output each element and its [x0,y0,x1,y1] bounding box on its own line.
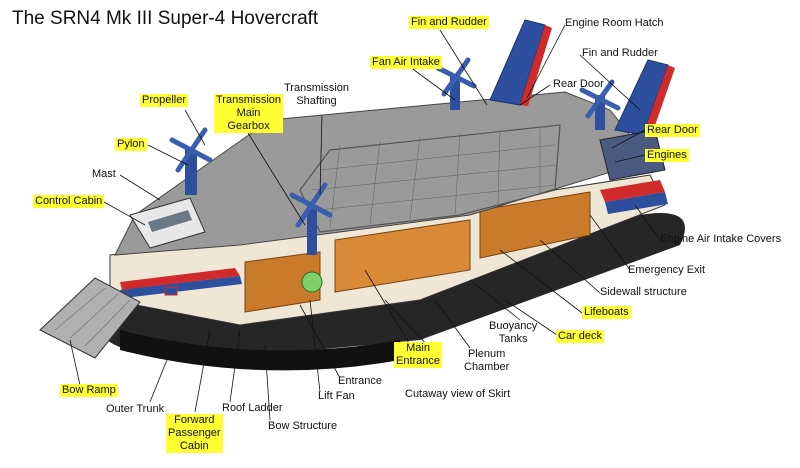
label-forward-cabin-line2: Passenger [168,427,221,439]
label-bow-ramp: Bow Ramp [60,384,118,397]
label-forward-cabin-line3: Cabin [179,440,209,452]
label-mast: Mast [92,168,116,180]
label-gearbox-line1: Transmission [216,94,281,106]
label-rear-door-top: Rear Door [553,78,604,90]
roof-grid [311,127,557,229]
label-bow-structure: Bow Structure [268,420,338,432]
propeller-rear-right [579,79,621,119]
roof-cutaway-frame [299,124,561,233]
fin-rudder-right-stripe [643,65,675,137]
propeller-mid [289,182,333,228]
label-gearbox-line2: Main [236,107,261,119]
label-buoyancy-line1: Buoyancy [489,320,538,332]
pylon-front [185,150,197,195]
label-main-entrance-line1: Main [406,342,430,354]
bow-ramp-ribs [54,287,131,347]
label-main-entrance-line2: Entrance [396,355,441,367]
label-engines: Engines [645,149,689,162]
label-propeller: Propeller [140,94,189,107]
main-passenger-cabin [334,219,471,293]
label-main-entrance: Main Entrance [394,342,443,368]
bow-ramp [39,277,141,359]
label-plenum-line1: Plenum [467,348,506,360]
label-gearbox-line3: Gearbox [227,120,270,132]
stern-stripe-red [600,180,665,202]
label-forward-cabin-line1: Forward [174,414,215,426]
label-fin-and-rudder-right: Fin and Rudder [582,47,658,59]
label-fan-air-intake: Fan Air Intake [370,56,442,69]
label-engine-room-hatch: Engine Room Hatch [565,17,664,29]
label-pylon: Pylon [115,138,147,151]
label-transmission-main-gearbox: Transmission Main Gearbox [214,94,283,133]
label-control-cabin: Control Cabin [33,195,105,208]
label-roof-ladder: Roof Ladder [222,402,283,414]
pylon-rear-right [595,95,605,130]
pylon-rear-left [450,75,460,110]
label-transmission-shafting: Transmission Shafting [284,82,349,108]
label-forward-passenger-cabin: Forward Passenger Cabin [166,414,223,453]
propeller-rear-left [435,57,477,97]
label-transmission-shafting-line1: Transmission [284,82,349,94]
label-engine-air-intake-covers: Engine Air Intake Covers [660,233,782,245]
label-rear-door-right: Rear Door [645,124,700,137]
union-flag [164,286,178,296]
lift-fan [301,271,323,293]
label-plenum-line2: Chamber [464,361,510,373]
hull-stripe-blue [120,276,242,298]
label-entrance: Entrance [338,375,383,387]
pylon-mid [307,205,317,255]
label-buoyancy-line2: Tanks [498,333,528,345]
stern-stripe-blue [605,192,668,214]
label-lifeboats: Lifeboats [582,306,631,319]
engine-housing [599,129,666,181]
control-cabin-windows [148,210,192,232]
label-transmission-shafting-line2: Shafting [296,95,337,107]
label-sidewall-structure: Sidewall structure [600,286,687,298]
rear-passenger-cabin [479,191,591,259]
fin-rudder-left-stripe [520,25,552,106]
label-fin-and-rudder-top: Fin and Rudder [409,16,489,29]
label-emergency-exit: Emergency Exit [628,264,706,276]
label-buoyancy-tanks: Buoyancy Tanks [489,320,537,346]
label-lift-fan: Lift Fan [318,390,355,402]
diagram-title: The SRN4 Mk III Super-4 Hovercraft [12,8,319,29]
label-car-deck: Car deck [556,330,605,343]
label-cutaway-view-of-skirt: Cutaway view of Skirt [405,388,511,400]
leader-lines [69,24,661,421]
label-outer-trunk: Outer Trunk [106,403,165,415]
hull-stripe-red [120,268,240,290]
label-plenum-chamber: Plenum Chamber [464,348,509,374]
forward-passenger-cabin [244,251,321,313]
